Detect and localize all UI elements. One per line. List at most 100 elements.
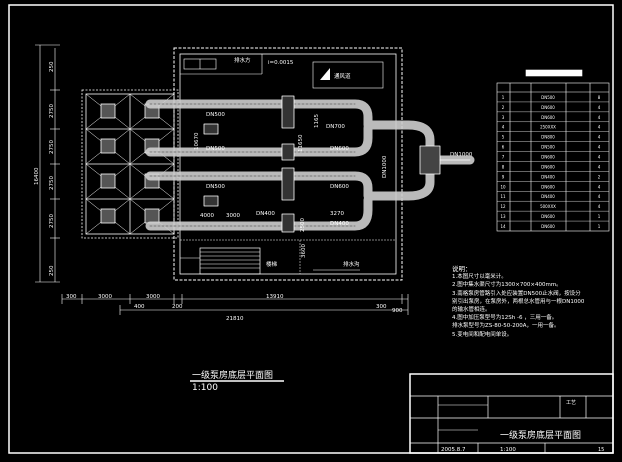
table-cell: DN800 bbox=[541, 135, 555, 140]
note-4a: 4.图中加压泵型号为12Sh -6 ，三用一备。 bbox=[452, 315, 558, 322]
dim-900: 900 bbox=[392, 308, 403, 314]
table-cell: 7 bbox=[502, 155, 505, 160]
table-cell: 8 bbox=[502, 164, 505, 169]
stairs-label: 楼梯 bbox=[266, 260, 278, 268]
pipe-label-dn700: DN700 bbox=[326, 124, 345, 130]
dim-inner-width: 13910 bbox=[266, 294, 284, 300]
pipe-dim-10670: 10670 bbox=[194, 132, 200, 150]
table-cell: 13 bbox=[500, 214, 506, 219]
note-4b: 排水泵型号为ZS-80-50-200A，一用一备。 bbox=[452, 323, 560, 330]
table-cell: 4 bbox=[598, 155, 601, 160]
note-3a: 3.南格泵房管路引入处应装置DN500止水阀，按设分 bbox=[452, 290, 581, 297]
table-cell: DN600 bbox=[541, 115, 555, 120]
table-cell: 4 bbox=[598, 125, 601, 130]
title-block-code: 15 bbox=[598, 447, 604, 453]
dim-total-height: 16400 bbox=[34, 167, 40, 185]
table-cell: 2 bbox=[502, 105, 505, 110]
table-cell: DN600 bbox=[541, 214, 555, 219]
dim-300-b: 300 bbox=[376, 304, 387, 310]
table-cell: 6 bbox=[502, 145, 505, 150]
table-cell: 1 bbox=[502, 95, 505, 100]
table-cell: 1 bbox=[598, 214, 601, 219]
dim-300-a: 300 bbox=[66, 294, 77, 300]
table-cell: 11 bbox=[500, 194, 506, 199]
table-cell: DN600 bbox=[541, 155, 555, 160]
table-cell: DN500 bbox=[541, 145, 555, 150]
title-block bbox=[409, 373, 614, 454]
drain-channel-label: 排水沟 bbox=[343, 260, 360, 268]
pipe-label-dn500-3: DN500 bbox=[206, 184, 225, 190]
dim-v2: 2750 bbox=[49, 140, 55, 154]
table-cell: DN600 bbox=[541, 224, 555, 229]
plan-scale: 1:100 bbox=[192, 383, 218, 393]
title-block-label: 工艺 bbox=[566, 400, 576, 406]
table-cell: 4 bbox=[598, 204, 601, 209]
table-cell: 250XXX bbox=[540, 125, 556, 130]
table-cell: DN400 bbox=[541, 194, 555, 199]
table-cell: 4 bbox=[598, 184, 601, 189]
pipe-dim-1165: 1165 bbox=[314, 114, 320, 128]
design-notes: 说明： 1.本图尺寸以毫米计。 2.图中集水渠尺寸为1300×700×400mm… bbox=[452, 265, 612, 339]
slope-label: i=0.0015 bbox=[268, 60, 294, 66]
dim-v5: 250 bbox=[49, 61, 55, 72]
dim-200: 200 bbox=[172, 304, 183, 310]
table-cell: 1 bbox=[598, 224, 601, 229]
dim-v3: 2750 bbox=[49, 176, 55, 190]
dim-v6: 250 bbox=[49, 265, 55, 276]
table-cell: DN400 bbox=[541, 174, 555, 179]
note-3c: 的输水管相连。 bbox=[452, 307, 491, 314]
pipe-dim-3600: 3600 bbox=[301, 244, 307, 258]
pipe-dim-2500: 2500 bbox=[300, 218, 306, 232]
pipe-network bbox=[145, 95, 475, 233]
pipe-dim-4000: 4000 bbox=[200, 213, 214, 219]
dim-3000-a: 3000 bbox=[98, 294, 112, 300]
table-cell: DN600 bbox=[541, 105, 555, 110]
table-cell: 5 bbox=[502, 135, 505, 140]
pipe-label-dn500-2: DN500 bbox=[206, 146, 225, 152]
table-cell: 12 bbox=[500, 204, 506, 209]
title-block-date: 2005.8.7 bbox=[441, 447, 466, 453]
pipe-dim-3270: 3270 bbox=[330, 211, 344, 217]
dim-400: 400 bbox=[134, 304, 145, 310]
pipe-label-dn600-1: DN600 bbox=[330, 146, 349, 152]
table-cell: DN600 bbox=[541, 184, 555, 189]
pipe-label-dn400-2: DN400 bbox=[330, 221, 349, 227]
plan-title: 一级泵房底层平面图 bbox=[192, 369, 273, 381]
table-cell: 4 bbox=[598, 105, 601, 110]
pipe-dim-3000: 3000 bbox=[226, 213, 240, 219]
dimension-lines bbox=[35, 44, 409, 315]
note-5: 5.变电间和配电间单设。 bbox=[452, 331, 513, 338]
pipe-label-dn400-1: DN400 bbox=[256, 211, 275, 217]
pipe-label-dn1000-v: DN1000 bbox=[382, 155, 388, 178]
table-cell: 4 bbox=[598, 145, 601, 150]
table-cell: 3 bbox=[502, 115, 505, 120]
table-cell: DN500 bbox=[541, 95, 555, 100]
drawing-border bbox=[8, 4, 614, 454]
table-cell: 10 bbox=[500, 184, 506, 189]
dim-v4: 2750 bbox=[49, 214, 55, 228]
pump-house-walls bbox=[173, 47, 403, 281]
drain-room-label: 排水方 bbox=[234, 56, 251, 64]
note-2: 2.图中集水渠尺寸为1300×700×400mm。 bbox=[452, 282, 562, 289]
pipe-label-dn600-2: DN600 bbox=[330, 184, 349, 190]
table-cell: 8 bbox=[598, 95, 601, 100]
reservoir-grid bbox=[81, 89, 179, 239]
table-cell: 9 bbox=[502, 174, 505, 179]
title-block-name: 一级泵房底层平面图 bbox=[500, 429, 581, 441]
table-cell: 4 bbox=[598, 194, 601, 199]
table-cell: 2 bbox=[598, 174, 601, 179]
pipe-dim-11650: 11650 bbox=[298, 134, 304, 152]
vent-label: 通风道 bbox=[334, 72, 351, 80]
pipe-label-dn1000-h: DN1000 bbox=[450, 152, 473, 158]
table-cell: 14 bbox=[500, 224, 506, 229]
dim-v1: 2750 bbox=[49, 104, 55, 118]
dim-3000-b: 3000 bbox=[146, 294, 160, 300]
note-3b: 别引出泵房，在泵房外，两根总水管用与一根DN1000 bbox=[452, 298, 585, 305]
note-1: 1.本图尺寸以毫米计。 bbox=[452, 274, 507, 281]
pipe-label-dn500-1: DN500 bbox=[206, 112, 225, 118]
dim-total-width: 21810 bbox=[226, 316, 244, 322]
table-cell: 4 bbox=[598, 135, 601, 140]
table-cell: 4 bbox=[502, 125, 505, 130]
